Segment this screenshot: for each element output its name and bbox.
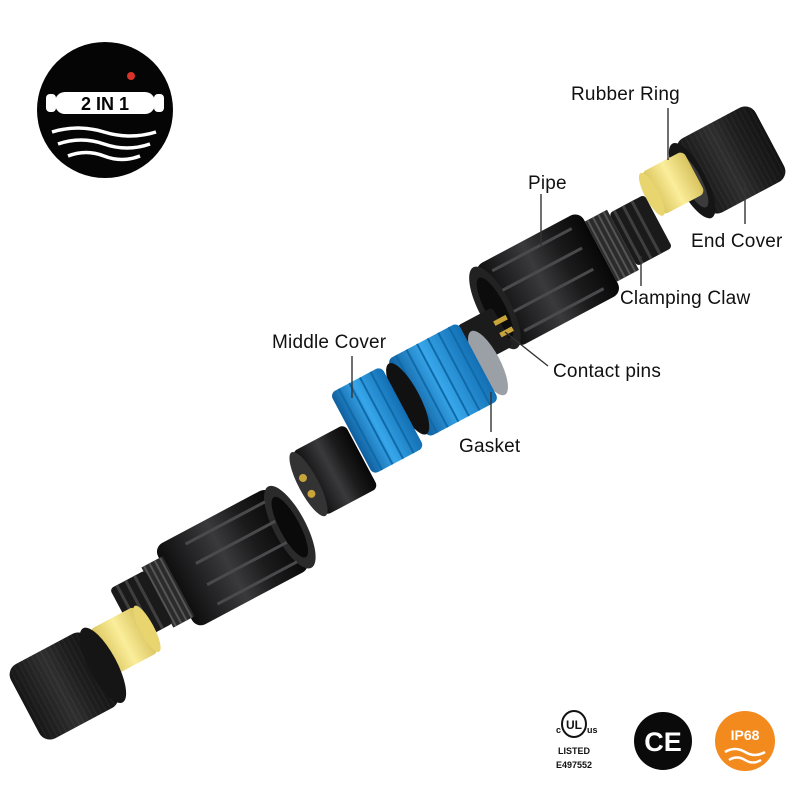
middle-cover-upper-part xyxy=(386,324,497,436)
logo-dot xyxy=(127,72,135,80)
svg-text:us: us xyxy=(587,725,598,735)
svg-text:c: c xyxy=(556,725,561,735)
ip68-badge: IP68 xyxy=(715,711,775,771)
label-rubber-ring: Rubber Ring xyxy=(571,84,680,105)
logo-text: 2 IN 1 xyxy=(81,94,129,114)
ul-listed-mark: UL c us LISTED E497552 xyxy=(556,710,598,770)
svg-text:IP68: IP68 xyxy=(731,727,760,743)
svg-text:LISTED: LISTED xyxy=(558,746,591,756)
svg-text:UL: UL xyxy=(566,718,582,732)
label-middle-cover: Middle Cover xyxy=(272,332,387,353)
logo-wave xyxy=(51,126,157,138)
pipe-part xyxy=(469,195,671,350)
ce-mark: CE xyxy=(634,712,692,770)
label-gasket: Gasket xyxy=(459,436,521,457)
lower-end-cover-part xyxy=(9,627,127,740)
socket-part xyxy=(289,426,377,517)
leader-lines xyxy=(351,108,746,432)
label-clamping-claw: Clamping Claw xyxy=(620,288,751,309)
svg-text:CE: CE xyxy=(644,727,682,757)
svg-text:E497552: E497552 xyxy=(556,760,592,770)
end-cover-part xyxy=(668,106,786,219)
label-end-cover: End Cover xyxy=(691,231,783,252)
label-contact-pins: Contact pins xyxy=(553,361,662,382)
label-pipe: Pipe xyxy=(528,173,567,194)
lower-pipe-part xyxy=(111,485,316,641)
logo: 2 IN 1 xyxy=(37,42,173,178)
logo-connector-shape xyxy=(55,92,155,114)
leader-contact-pins xyxy=(504,331,549,367)
rubber-ring-part xyxy=(638,152,704,216)
gasket-part xyxy=(468,330,508,396)
middle-cover-part xyxy=(332,368,423,473)
